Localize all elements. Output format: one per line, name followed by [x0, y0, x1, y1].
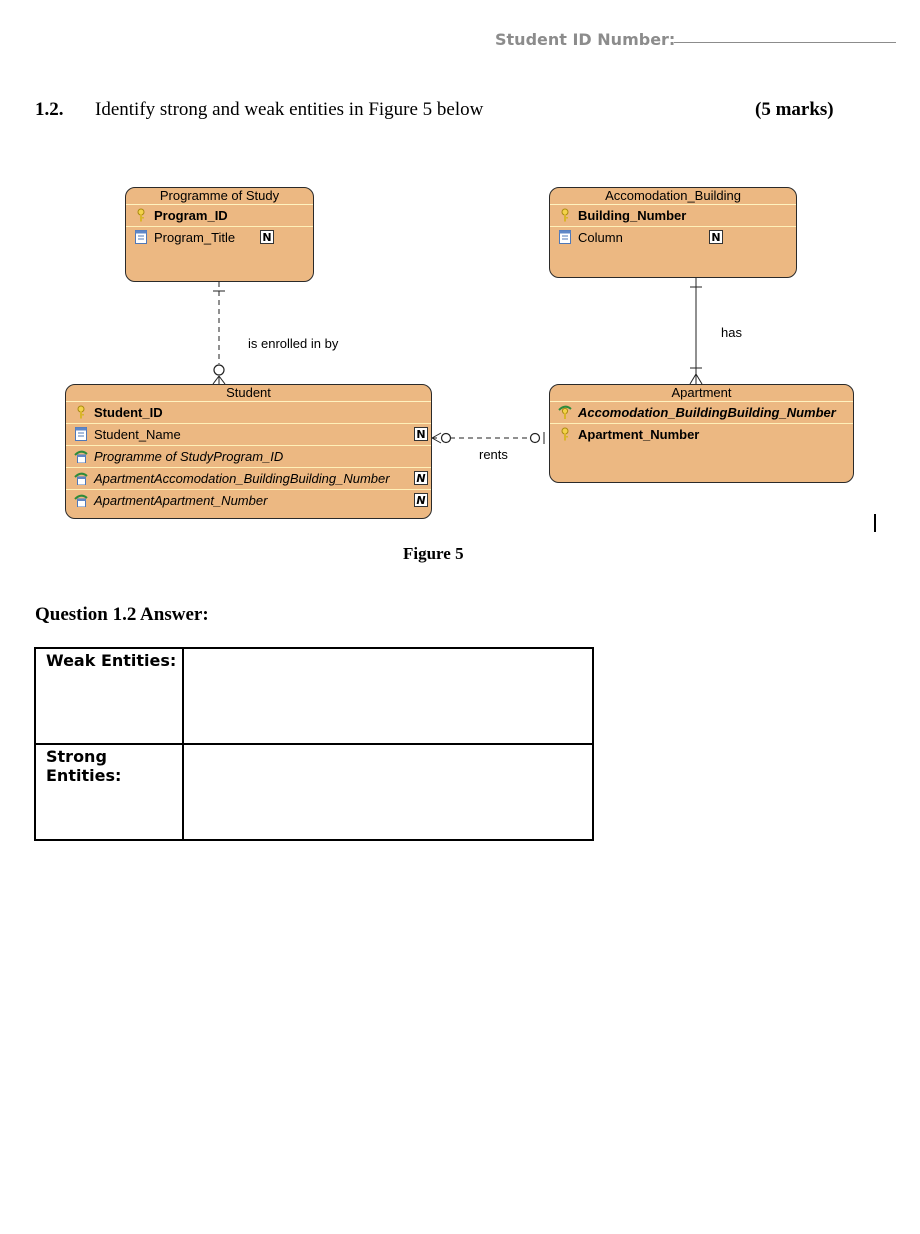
attribute-name: Apartment_Number	[578, 427, 700, 442]
attribute-name: Column	[578, 230, 623, 245]
entity-name: Student	[66, 385, 431, 402]
primary-key-icon	[137, 208, 145, 222]
primary-key-icon	[561, 208, 569, 222]
column-icon	[559, 230, 571, 244]
entity-accomodation-building: Accomodation_Building Building_Number Co…	[549, 187, 797, 278]
attribute-row: Apartment_Number	[550, 424, 853, 445]
question-text: Identify strong and weak entities in Fig…	[95, 99, 484, 120]
entity-name: Apartment	[550, 385, 853, 402]
relationship-enrolled-label: is enrolled in by	[248, 336, 339, 351]
attribute-row: Student_ID	[66, 402, 431, 424]
question-marks: (5 marks)	[755, 99, 834, 120]
attribute-row: ApartmentApartment_Number N	[66, 490, 431, 511]
attribute-row: Programme of StudyProgram_ID	[66, 446, 431, 468]
nullable-icon: N	[260, 230, 274, 244]
column-icon	[135, 230, 147, 244]
attribute-row: ApartmentAccomodation_BuildingBuilding_N…	[66, 468, 431, 490]
weak-entities-answer-cell[interactable]	[182, 647, 594, 745]
foreign-key-icon	[74, 472, 88, 485]
relationship-rents-label: rents	[479, 447, 508, 462]
primary-foreign-key-icon	[558, 405, 572, 419]
table-row: Weak Entities:	[34, 647, 594, 745]
relationship-has-label: has	[721, 325, 742, 340]
weak-entities-label: Weak Entities:	[34, 647, 184, 745]
attribute-name: Program_ID	[154, 208, 228, 223]
attribute-name: Accomodation_BuildingBuilding_Number	[578, 405, 836, 420]
attribute-row: Building_Number	[550, 205, 796, 227]
er-connectors	[212, 278, 703, 444]
entity-apartment: Apartment Accomodation_BuildingBuilding_…	[549, 384, 854, 483]
strong-entities-label: Strong Entities:	[34, 743, 184, 841]
attribute-name: Student_Name	[94, 427, 181, 442]
attribute-name: Programme of StudyProgram_ID	[94, 449, 284, 464]
student-id-line	[674, 42, 896, 43]
column-icon	[75, 427, 87, 441]
attribute-row: Accomodation_BuildingBuilding_Number	[550, 402, 853, 424]
attribute-row: Column N	[550, 227, 796, 248]
primary-key-icon	[77, 405, 85, 419]
student-id-label: Student ID Number:	[495, 30, 676, 49]
foreign-key-icon	[74, 450, 88, 463]
foreign-key-icon	[74, 494, 88, 507]
attribute-row: Student_Name N	[66, 424, 431, 446]
strong-entities-answer-cell[interactable]	[182, 743, 594, 841]
nullable-icon: N	[414, 471, 428, 485]
attribute-row: Program_Title N	[126, 227, 313, 248]
attribute-name: Building_Number	[578, 208, 687, 223]
text-cursor	[874, 514, 876, 532]
attribute-row: Program_ID	[126, 205, 313, 227]
answer-table: Weak Entities: Strong Entities:	[34, 647, 594, 841]
entity-programme-of-study: Programme of Study Program_ID Program_Ti…	[125, 187, 314, 282]
attribute-name: Program_Title	[154, 230, 236, 245]
nullable-icon: N	[709, 230, 723, 244]
entity-name: Accomodation_Building	[550, 188, 796, 205]
nullable-icon: N	[414, 493, 428, 507]
primary-key-icon	[561, 427, 569, 441]
table-row: Strong Entities:	[34, 743, 594, 841]
figure-caption: Figure 5	[403, 544, 464, 563]
nullable-icon: N	[414, 427, 428, 441]
attribute-name: Student_ID	[94, 405, 163, 420]
entity-student: Student Student_ID Student_Name N Progra…	[65, 384, 432, 519]
entity-name: Programme of Study	[126, 188, 313, 205]
answer-title: Question 1.2 Answer:	[35, 604, 209, 625]
attribute-name: ApartmentAccomodation_BuildingBuilding_N…	[94, 471, 390, 486]
question-number: 1.2.	[35, 99, 64, 120]
attribute-name: ApartmentApartment_Number	[94, 493, 268, 508]
